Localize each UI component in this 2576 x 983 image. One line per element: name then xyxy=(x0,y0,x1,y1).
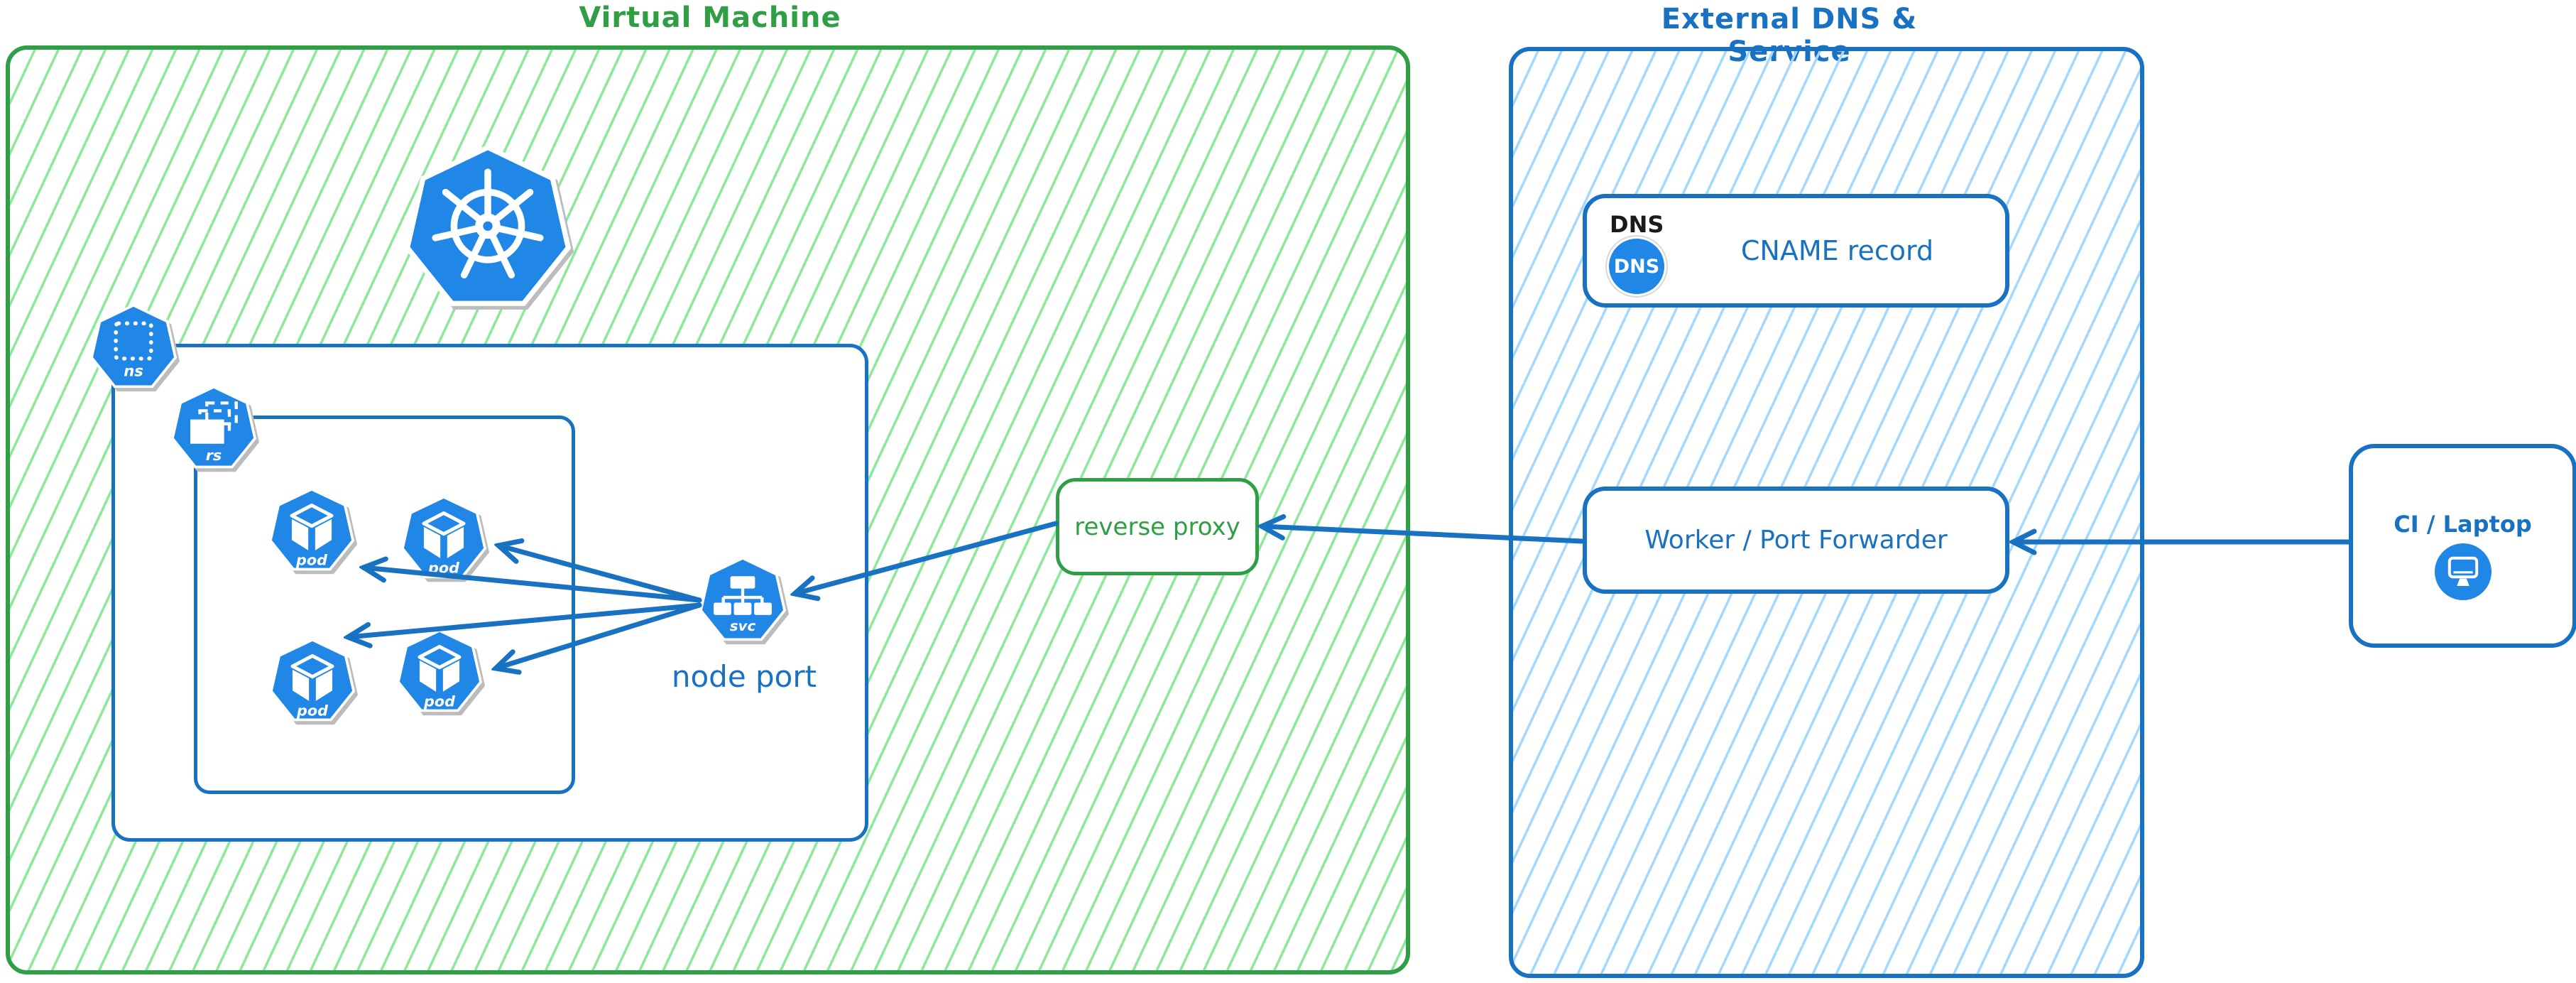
ci-laptop-node: CI / Laptop xyxy=(2349,444,2576,648)
worker-port-forwarder-node: Worker / Port Forwarder xyxy=(1583,487,2009,594)
vm-region-title: Virtual Machine xyxy=(579,1,841,34)
dns-badge-icon: DNS xyxy=(1607,237,1666,296)
pod-icon-label: pod xyxy=(296,702,329,719)
replicaset-icon: rs xyxy=(170,386,257,469)
kubernetes-icon xyxy=(404,145,572,306)
pod-icon: pod xyxy=(269,639,356,722)
cube-glyph xyxy=(417,644,462,692)
worker-label: Worker / Port Forwarder xyxy=(1644,526,1948,555)
reverse-proxy-label: reverse proxy xyxy=(1074,512,1240,541)
pod-icon: pod xyxy=(400,496,487,579)
reverse-proxy-node: reverse proxy xyxy=(1056,478,1259,575)
replicaset-icon-label: rs xyxy=(206,447,222,464)
service-icon: svc xyxy=(699,557,787,641)
namespace-icon: ns xyxy=(89,304,178,389)
pod-icon-label: pod xyxy=(423,693,456,710)
cname-record-label: CNAME record xyxy=(1740,235,1934,266)
dns-record-card: DNS DNS CNAME record xyxy=(1583,194,2009,308)
pod-icon-label: pod xyxy=(295,552,328,569)
cube-glyph xyxy=(290,653,334,701)
pod-icon: pod xyxy=(396,629,483,712)
monitor-icon xyxy=(2434,543,2492,600)
tree-glyph xyxy=(714,576,772,615)
pod-icon-label: pod xyxy=(427,560,460,577)
dns-tag: DNS xyxy=(1610,211,1664,238)
dashed-square-glyph xyxy=(114,321,153,361)
namespace-icon-label: ns xyxy=(124,362,143,380)
service-icon-label: svc xyxy=(730,618,756,634)
ci-laptop-label: CI / Laptop xyxy=(2394,511,2532,538)
stacked-rects-glyph xyxy=(190,401,238,444)
node-port-caption: node port xyxy=(671,659,817,694)
cube-glyph xyxy=(290,503,334,550)
pod-icon: pod xyxy=(268,488,355,571)
cube-glyph xyxy=(422,511,466,558)
